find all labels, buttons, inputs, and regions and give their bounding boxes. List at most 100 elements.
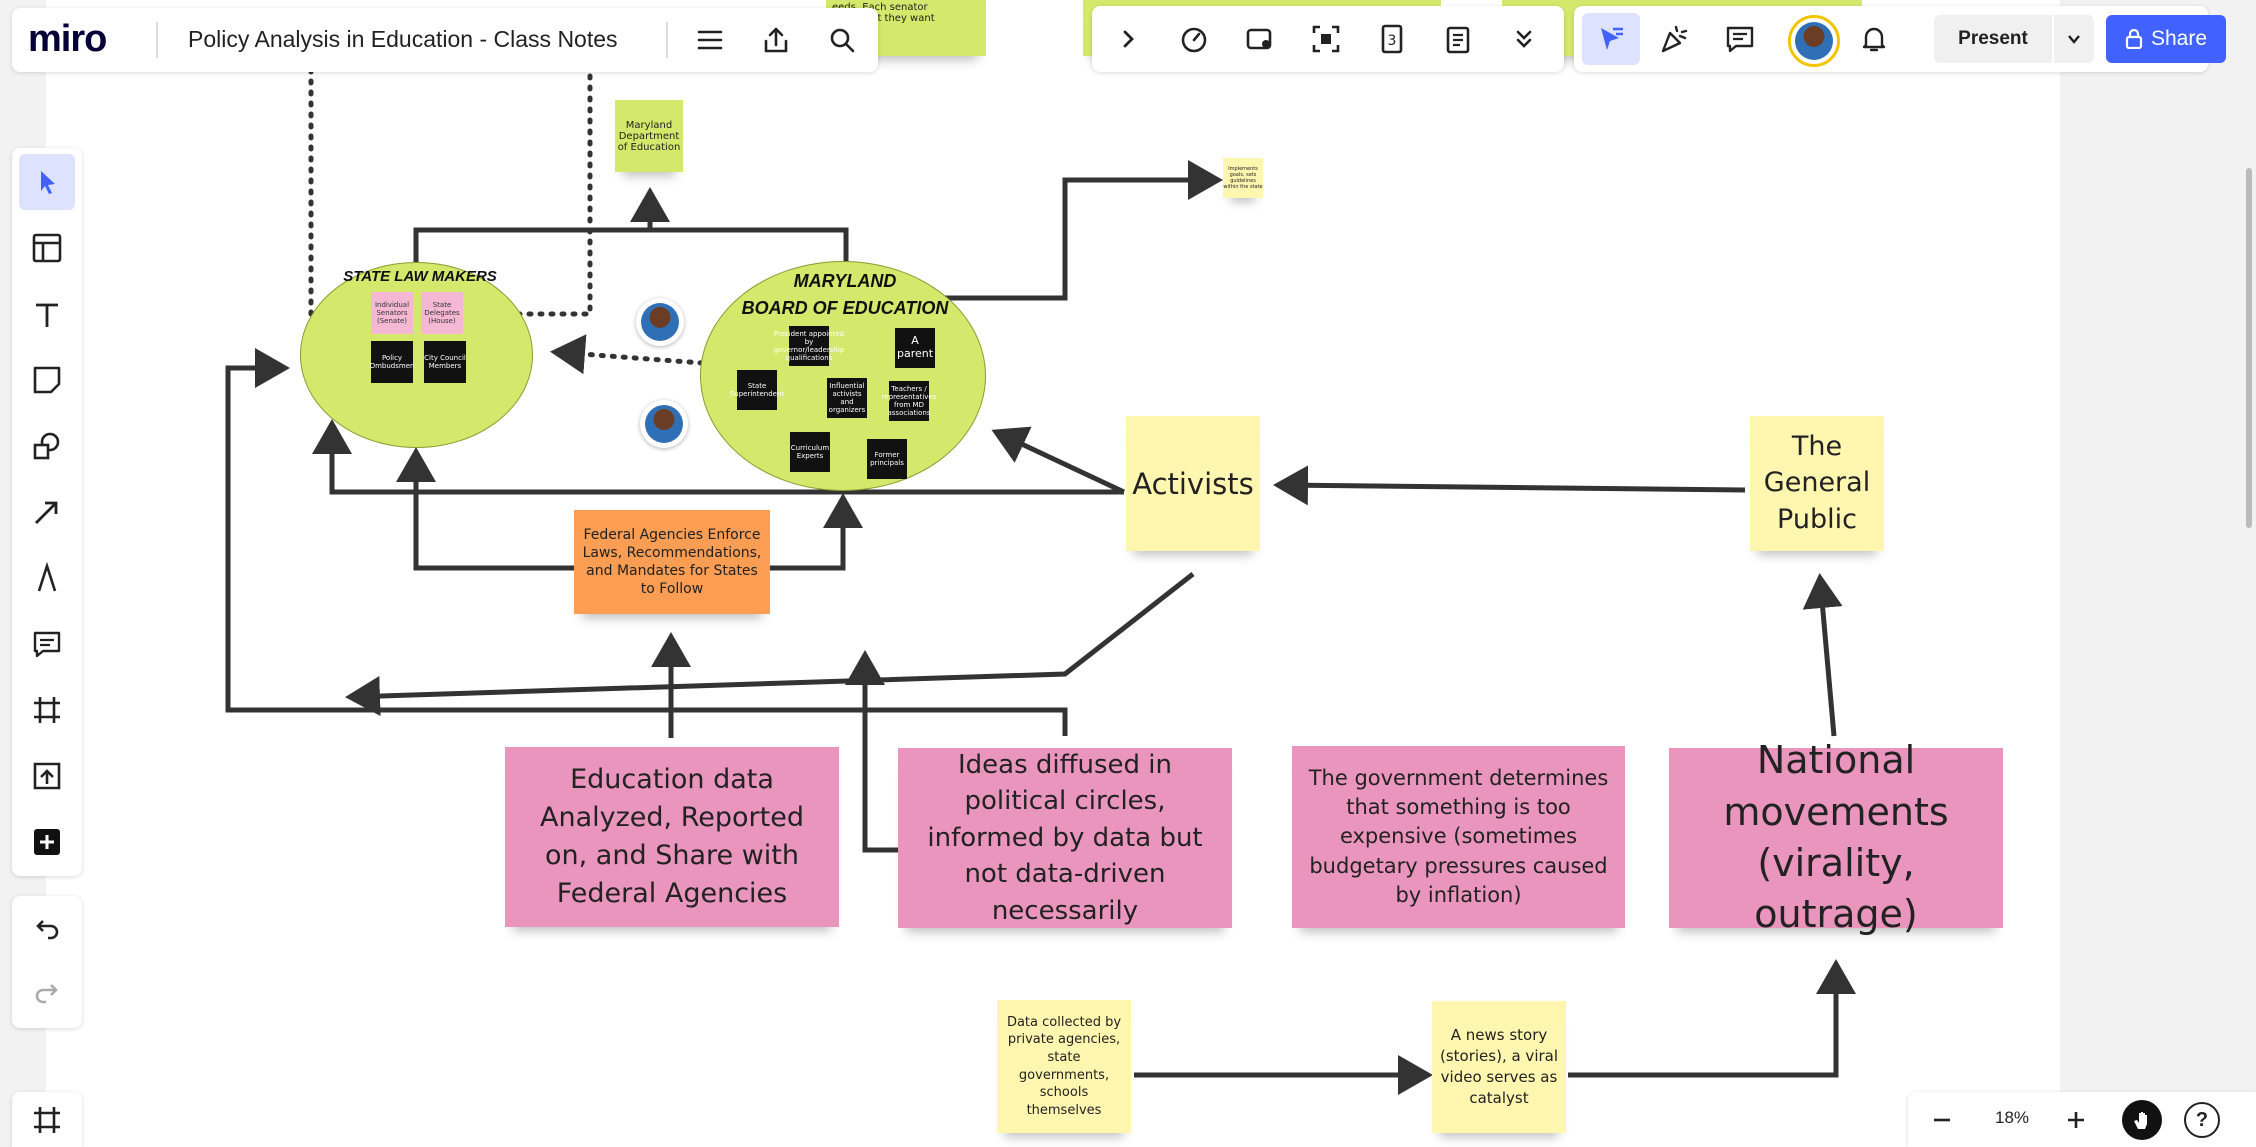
general-public-note[interactable]: The General Public xyxy=(1750,416,1884,551)
more-apps-icon[interactable] xyxy=(19,814,75,870)
pen-icon[interactable] xyxy=(19,550,75,606)
present-button[interactable]: Present xyxy=(1934,15,2052,63)
mini-note[interactable]: President appointed by governor/leadersh… xyxy=(774,326,844,366)
frame-glyph xyxy=(34,697,60,723)
mini-note[interactable]: Teachers / representatives from MD assoc… xyxy=(882,381,936,421)
hand-tool-icon[interactable] xyxy=(2122,1100,2162,1140)
bell-icon[interactable] xyxy=(1848,13,1900,65)
zoom-in-icon[interactable] xyxy=(2060,1104,2092,1136)
mini-note[interactable]: State Superintendent xyxy=(730,370,784,410)
maryland-department-note[interactable]: Maryland Department of Education xyxy=(615,100,683,172)
title-line: MARYLAND xyxy=(793,271,897,291)
text-tool-icon[interactable] xyxy=(19,286,75,342)
board-title[interactable]: Policy Analysis in Education - Class Not… xyxy=(188,26,618,52)
timer-icon[interactable] xyxy=(1168,13,1220,65)
upload-icon[interactable] xyxy=(19,748,75,804)
zoom-out-icon[interactable] xyxy=(1926,1104,1958,1136)
divider xyxy=(666,22,668,58)
arrow-glyph xyxy=(35,501,58,524)
sticky-note-icon[interactable] xyxy=(19,352,75,408)
collaborator-avatar[interactable] xyxy=(636,298,684,346)
confetti-icon[interactable] xyxy=(1648,13,1700,65)
video-icon[interactable] xyxy=(1234,13,1286,65)
shapes-glyph xyxy=(33,432,60,460)
share-button[interactable]: Share xyxy=(2106,15,2226,63)
shapes-icon[interactable] xyxy=(19,418,75,474)
small-sticky-note[interactable]: Implements goals, sets guidelines within… xyxy=(1223,158,1263,198)
title-line: BOARD OF EDUCATION xyxy=(741,298,949,318)
connector-data-to-state xyxy=(225,348,1068,736)
menu-icon[interactable] xyxy=(684,14,736,66)
collaborator-avatar[interactable] xyxy=(640,400,688,448)
top-right-toolbar: Present Share xyxy=(1574,6,2226,72)
mini-note[interactable]: Policy Ombudsmen xyxy=(370,341,414,383)
connection-line-icon[interactable] xyxy=(19,484,75,540)
frames-panel-button[interactable] xyxy=(12,1092,82,1147)
national-movements-note[interactable]: National movements (virality, outrage) xyxy=(1669,738,2003,936)
ideas-diffused-note[interactable]: Ideas diffused in political circles, inf… xyxy=(898,748,1232,928)
notes-icon[interactable] xyxy=(1432,13,1484,65)
state-law-makers-group[interactable] xyxy=(300,262,533,448)
templates-glyph xyxy=(32,233,62,263)
confetti-glyph xyxy=(1661,25,1688,53)
search-icon-glyph xyxy=(830,28,855,53)
history-panel xyxy=(12,896,82,1028)
comment-icon[interactable] xyxy=(19,616,75,672)
miro-logo[interactable]: miro xyxy=(28,18,107,60)
frame-icon[interactable] xyxy=(19,682,75,738)
counter-icon[interactable]: 3 xyxy=(1366,13,1418,65)
connector-national-to-public xyxy=(1802,573,1843,737)
mini-note[interactable]: A parent xyxy=(895,328,935,368)
reactions-icon[interactable] xyxy=(1582,13,1640,65)
chevron-right-icon[interactable] xyxy=(1102,13,1154,65)
whiteboard-canvas[interactable] xyxy=(46,0,2060,1147)
vertical-scrollbar[interactable] xyxy=(2246,168,2252,528)
share-label: Share xyxy=(2150,27,2208,50)
redo-icon[interactable] xyxy=(19,966,75,1022)
avatar[interactable] xyxy=(1788,15,1840,67)
counter-glyph: 3 xyxy=(1381,24,1403,54)
zoom-level[interactable]: 18% xyxy=(1994,1108,2030,1127)
help-icon[interactable]: ? xyxy=(2184,1102,2220,1138)
state-law-makers-title: STATE LAW MAKERS xyxy=(343,268,497,285)
connector-activists-to-board xyxy=(991,426,1126,495)
hand-glyph xyxy=(2134,1112,2147,1129)
board-header: miro Policy Analysis in Education - Clas… xyxy=(12,8,878,72)
divider xyxy=(156,22,158,58)
focus-icon[interactable] xyxy=(1300,13,1352,65)
connector-federal-to-state xyxy=(396,447,577,571)
video-glyph xyxy=(1246,28,1272,50)
zoom-controls: 18% ? xyxy=(1908,1092,2256,1147)
activists-note[interactable]: Activists xyxy=(1126,416,1260,551)
education-data-note[interactable]: Education data Analyzed, Reported on, an… xyxy=(505,747,839,927)
avatar-face xyxy=(645,405,683,443)
plus-box-glyph xyxy=(34,829,60,855)
mini-note[interactable]: State Delegates (House) xyxy=(421,292,463,334)
mini-note[interactable]: Influential activists and organizers xyxy=(827,378,867,418)
avatar-face xyxy=(1795,22,1833,60)
export-icon[interactable] xyxy=(750,14,802,66)
undo-icon[interactable] xyxy=(19,902,75,958)
present-options-button[interactable] xyxy=(2054,15,2094,63)
comments-icon[interactable] xyxy=(1714,13,1766,65)
plus-glyph xyxy=(2068,1112,2084,1128)
connector-state-to-dept xyxy=(413,227,849,262)
menu-icon-glyph xyxy=(697,30,723,50)
news-story-note[interactable]: A news story (stories), a viral video se… xyxy=(1432,1001,1566,1133)
undo-glyph xyxy=(36,920,59,940)
comments-glyph xyxy=(1726,26,1754,53)
select-tool-icon[interactable] xyxy=(19,154,75,210)
search-icon[interactable] xyxy=(816,14,868,66)
mini-note[interactable]: City Council Members xyxy=(424,341,466,383)
data-collected-note[interactable]: Data collected by private agencies, stat… xyxy=(997,1000,1131,1133)
mini-note[interactable]: Former principals xyxy=(867,439,907,479)
mini-note[interactable]: Individual Senators (Senate) xyxy=(371,292,413,334)
federal-agencies-note[interactable]: Federal Agencies Enforce Laws, Recommend… xyxy=(574,510,770,614)
templates-icon[interactable] xyxy=(19,220,75,276)
upload-glyph xyxy=(33,762,61,790)
government-note[interactable]: The government determines that something… xyxy=(1292,746,1625,928)
mini-note[interactable]: Curriculum Experts xyxy=(790,432,830,472)
chevron-double-down-glyph xyxy=(1516,30,1532,48)
chevron-double-down-icon[interactable] xyxy=(1498,13,1550,65)
sticky-note-glyph xyxy=(33,366,61,394)
